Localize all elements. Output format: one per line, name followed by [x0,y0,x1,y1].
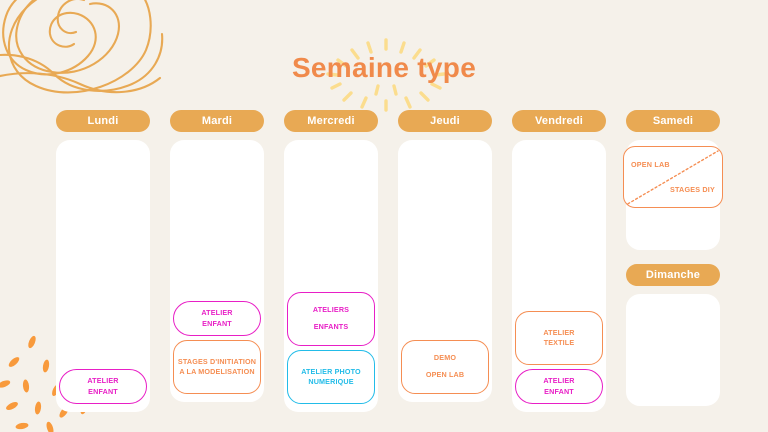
event-line: ATELIER [201,308,233,318]
event-card[interactable]: ATELIER ENFANT [59,369,147,404]
event-line: STAGES DIY [670,185,715,194]
week-grid: Lundi ATELIER ENFANT Mardi ATELIER ENFAN… [56,110,723,412]
event-line: ENFANT [202,318,232,328]
event-card-split[interactable]: OPEN LAB STAGES DIY [623,146,723,208]
day-body-samedi[interactable]: OPEN LAB STAGES DIY [623,140,723,250]
event-line: STAGES D'INITIATION [177,356,257,366]
event-line: ATELIER [87,376,119,386]
day-body-vendredi[interactable]: ATELIER TEXTILE ATELIER ENFANT [512,140,606,412]
event-line: ENFANTS [313,322,349,331]
day-header-vendredi[interactable]: Vendredi [512,110,606,132]
event-line: OPEN LAB [425,370,465,379]
event-card[interactable]: ATELIER ENFANT [173,301,261,336]
event-card[interactable]: ATELIER ENFANT [515,369,603,404]
day-header-mercredi[interactable]: Mercredi [284,110,378,132]
event-line: ENFANT [88,386,118,396]
event-line: ENFANT [544,386,574,396]
day-body-mercredi[interactable]: ATELIERS ENFANTS ATELIER PHOTO NUMERIQUE [284,140,378,412]
event-line: NUMERIQUE [308,377,354,386]
day-header-mardi[interactable]: Mardi [170,110,264,132]
event-line: A LA MODELISATION [179,367,255,376]
event-line: ATELIER [543,327,575,337]
event-card[interactable]: DEMO OPEN LAB [401,340,489,394]
day-body-jeudi[interactable]: DEMO OPEN LAB [398,140,492,402]
event-line: ATELIER PHOTO [301,366,361,376]
event-card[interactable]: ATELIERS ENFANTS [287,292,375,346]
day-body-dimanche[interactable] [626,294,720,406]
day-column-mardi: Mardi ATELIER ENFANT STAGES D'INITIATION… [170,110,264,412]
event-card[interactable]: ATELIER TEXTILE [515,311,603,366]
day-body-lundi[interactable]: ATELIER ENFANT [56,140,150,412]
event-line: ATELIER [543,376,575,386]
page-title: Semaine type [291,52,477,83]
day-header-samedi[interactable]: Samedi [626,110,720,132]
day-column-mercredi: Mercredi ATELIERS ENFANTS ATELIER PHOTO … [284,110,378,412]
day-column-lundi: Lundi ATELIER ENFANT [56,110,150,412]
event-line: ATELIERS [312,305,350,315]
event-card[interactable]: STAGES D'INITIATION A LA MODELISATION [173,340,261,394]
event-card[interactable]: ATELIER PHOTO NUMERIQUE [287,350,375,404]
day-column-jeudi: Jeudi DEMO OPEN LAB [398,110,492,412]
day-header-lundi[interactable]: Lundi [56,110,150,132]
event-line: TEXTILE [543,338,575,348]
event-line: OPEN LAB [631,160,670,169]
dotted-diagonal-divider [627,150,719,205]
day-header-dimanche[interactable]: Dimanche [626,264,720,286]
day-header-jeudi[interactable]: Jeudi [398,110,492,132]
day-column-weekend: Samedi OPEN LAB STAGES DIY Dimanche [623,110,723,412]
event-line: DEMO [433,353,457,363]
day-column-vendredi: Vendredi ATELIER TEXTILE ATELIER ENFANT [512,110,606,412]
day-body-mardi[interactable]: ATELIER ENFANT STAGES D'INITIATION A LA … [170,140,264,402]
